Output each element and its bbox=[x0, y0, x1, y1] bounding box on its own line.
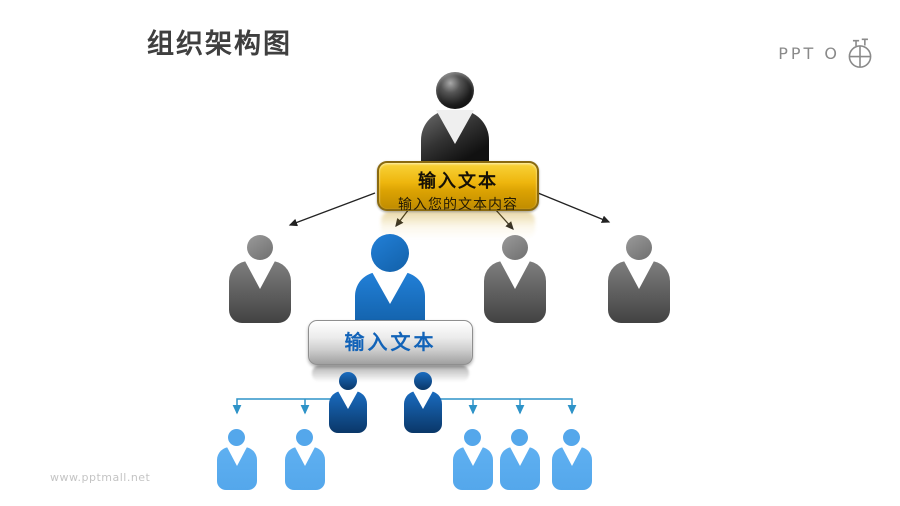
person-collar bbox=[624, 261, 654, 289]
person-head bbox=[339, 372, 357, 390]
root-button-title: 输入文本 bbox=[418, 171, 498, 192]
person-head bbox=[511, 429, 528, 446]
person-head bbox=[626, 235, 652, 260]
watermark: www.pptmall.net bbox=[50, 471, 151, 484]
person-body bbox=[285, 447, 325, 490]
person-body bbox=[453, 447, 493, 490]
person-collar bbox=[562, 447, 582, 466]
person-body bbox=[421, 110, 489, 164]
person-body bbox=[484, 261, 546, 323]
level2-button-reflection bbox=[312, 365, 469, 382]
person-head bbox=[228, 429, 245, 446]
person-body bbox=[608, 261, 670, 323]
person-collar bbox=[436, 110, 474, 144]
person-body bbox=[229, 261, 291, 323]
person-collar bbox=[295, 447, 315, 466]
person-head bbox=[247, 235, 273, 260]
person-collar bbox=[463, 447, 483, 466]
person-body bbox=[217, 447, 257, 490]
person-head bbox=[563, 429, 580, 446]
person-collar bbox=[372, 272, 408, 304]
arrow-to-level2-4 bbox=[537, 192, 611, 223]
connector-right-group bbox=[437, 398, 577, 415]
logo: PPT O bbox=[778, 36, 875, 70]
person-head bbox=[464, 429, 481, 446]
person-body bbox=[329, 391, 367, 433]
person-head bbox=[296, 429, 313, 446]
person-body bbox=[355, 272, 425, 328]
connector-left-group bbox=[232, 398, 334, 415]
person-head bbox=[436, 72, 474, 109]
level2-text-placeholder-button[interactable]: 输入文本 bbox=[308, 320, 473, 365]
person-body bbox=[552, 447, 592, 490]
person-body bbox=[404, 391, 442, 433]
root-button-subtitle: 输入您的文本内容 bbox=[398, 197, 518, 213]
arrow-to-level2-1 bbox=[288, 192, 376, 227]
person-collar bbox=[338, 391, 358, 409]
root-text-placeholder-button[interactable]: 输入文本 输入您的文本内容 bbox=[377, 161, 539, 213]
person-head bbox=[502, 235, 528, 260]
person-body bbox=[500, 447, 540, 490]
person-head bbox=[371, 234, 409, 272]
person-head bbox=[414, 372, 432, 390]
person-collar bbox=[413, 391, 433, 409]
person-collar bbox=[510, 447, 530, 466]
page-title: 组织架构图 bbox=[147, 29, 292, 60]
person-collar bbox=[227, 447, 247, 466]
person-collar bbox=[500, 261, 530, 289]
compass-circle-icon bbox=[848, 38, 872, 68]
person-collar bbox=[245, 261, 275, 289]
logo-text: PPT O bbox=[778, 43, 840, 63]
